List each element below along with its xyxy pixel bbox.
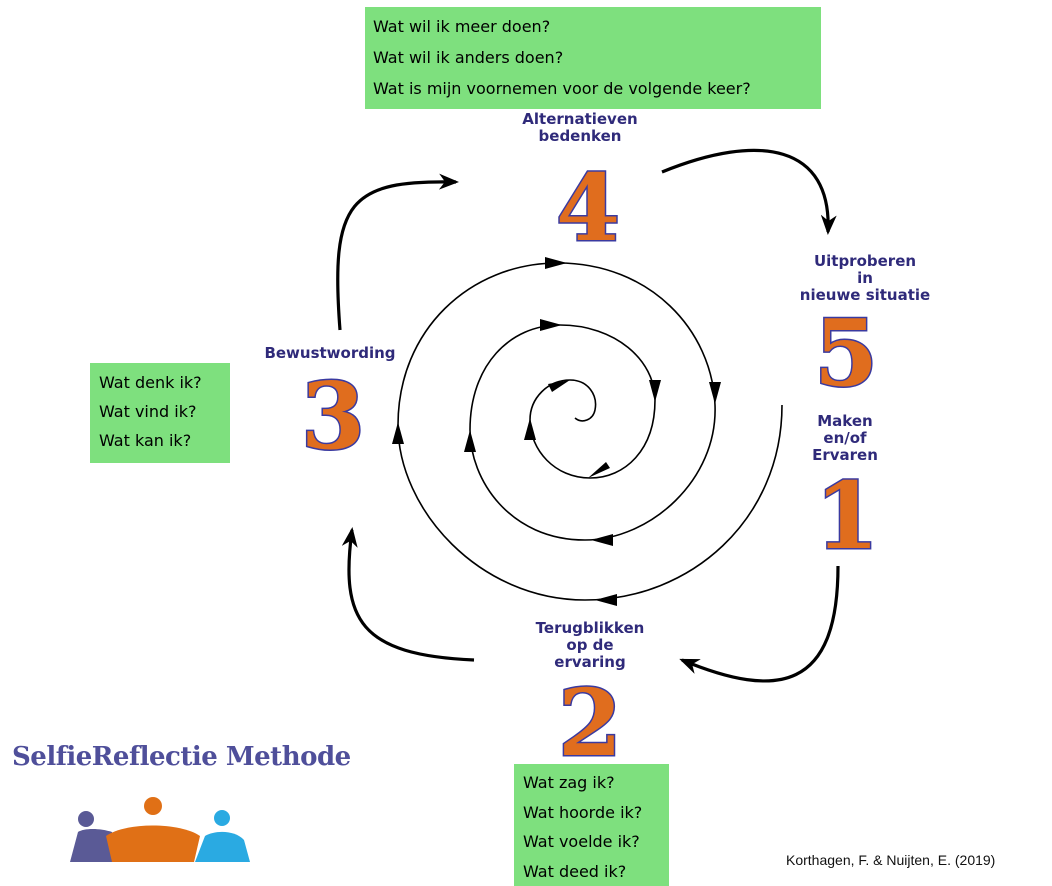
question-text: Wat zag ik? bbox=[523, 773, 615, 792]
spiral-arrow-icon bbox=[392, 422, 404, 444]
spiral-arrow-icon bbox=[524, 418, 536, 440]
phase-label-looking-back: Terugblikken op de ervaring bbox=[535, 619, 645, 671]
phase-number-1: 1 bbox=[815, 462, 879, 570]
spiral-arrow-icon bbox=[464, 430, 476, 452]
question-text: Wat wil ik meer doen? bbox=[373, 17, 551, 36]
arrow-1-to-2 bbox=[679, 565, 840, 683]
question-text: Wat is mijn voornemen voor de volgende k… bbox=[373, 79, 751, 98]
spiral-arrow-icon bbox=[540, 319, 562, 331]
arrow-3-to-4 bbox=[336, 173, 459, 331]
question-text: Wat kan ik? bbox=[99, 431, 192, 450]
spiral-arrow-icon bbox=[709, 382, 721, 404]
spiral-arrow-icon bbox=[595, 594, 617, 606]
phase-label-awareness: Bewustwording bbox=[264, 344, 396, 362]
arrow-4-to-5 bbox=[661, 148, 837, 235]
arrow-2-to-3 bbox=[341, 527, 475, 662]
logo-figures-icon bbox=[70, 797, 250, 862]
logo-title: SelfieReflectie Methode bbox=[12, 742, 351, 772]
spiral-arrow-icon bbox=[545, 257, 567, 269]
phase-number-3: 3 bbox=[301, 362, 365, 470]
question-text: Wat denk ik? bbox=[99, 373, 202, 392]
phase-number-5: 5 bbox=[814, 299, 878, 407]
question-text: Wat vind ik? bbox=[99, 402, 197, 421]
spiral-arrow-icon bbox=[649, 380, 661, 402]
spiral bbox=[397, 262, 783, 601]
phase-number-4: 4 bbox=[556, 154, 620, 262]
question-box-looking-back: Wat zag ik? Wat hoorde ik? Wat voelde ik… bbox=[514, 764, 669, 886]
phase-label-experience: Maken en/of Ervaren bbox=[812, 412, 878, 464]
spiral-arrowheads bbox=[392, 257, 721, 606]
phase-label-try-out: Uitproberen in nieuwe situatie bbox=[799, 252, 931, 304]
question-text: Wat wil ik anders doen? bbox=[373, 48, 564, 67]
citation-text: Korthagen, F. & Nuijten, E. (2019) bbox=[786, 852, 996, 868]
cycle-arrows bbox=[336, 148, 840, 683]
phase-number-2: 2 bbox=[558, 669, 622, 777]
question-box-alternatives: Wat wil ik meer doen? Wat wil ik anders … bbox=[365, 7, 821, 109]
question-text: Wat voelde ik? bbox=[523, 832, 640, 851]
spiral-arrow-icon bbox=[591, 534, 613, 546]
phase-label-alternatives: Alternatieven bedenken bbox=[522, 110, 638, 145]
spiral-arrow-icon bbox=[588, 462, 610, 478]
question-box-awareness: Wat denk ik? Wat vind ik? Wat kan ik? bbox=[90, 363, 230, 463]
spiral-arrow-icon bbox=[548, 380, 570, 392]
question-text: Wat hoorde ik? bbox=[523, 802, 643, 822]
phase-numbers: 4 5 1 2 3 bbox=[299, 153, 880, 779]
question-text: Wat deed ik? bbox=[523, 861, 627, 881]
